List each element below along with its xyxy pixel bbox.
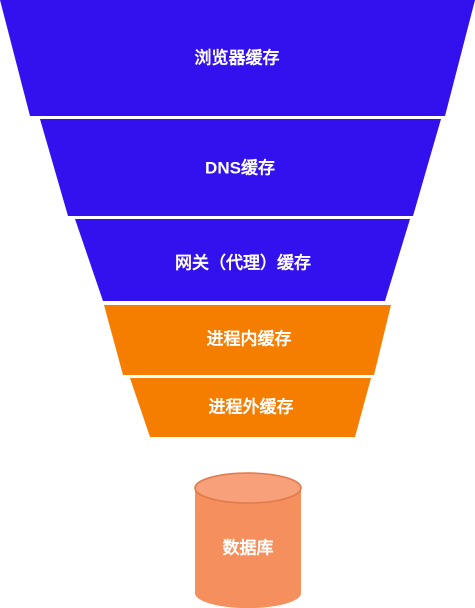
funnel-layer-dns-cache xyxy=(40,119,441,216)
funnel-layer-browser-cache-label: 浏览器缓存 xyxy=(195,48,280,68)
funnel-layer-gateway-cache xyxy=(75,219,410,301)
funnel-layer-out-of-process-cache xyxy=(130,378,371,437)
database-label: 数据库 xyxy=(223,538,274,558)
funnel-layer-out-of-process-cache-label: 进程外缓存 xyxy=(209,397,294,417)
database-cylinder-top xyxy=(194,472,302,504)
funnel-layer-gateway-cache-label: 网关（代理）缓存 xyxy=(175,253,311,273)
funnel-layer-in-process-cache xyxy=(104,305,391,375)
funnel-layer-in-process-cache-label: 进程内缓存 xyxy=(207,329,292,349)
funnel-layer-dns-cache-label: DNS缓存 xyxy=(205,158,275,178)
funnel-layer-browser-cache xyxy=(0,0,475,116)
database-cylinder-body xyxy=(195,488,301,608)
database-cylinder: 数据库 xyxy=(194,472,302,608)
database-cylinder-bottom xyxy=(195,578,301,608)
